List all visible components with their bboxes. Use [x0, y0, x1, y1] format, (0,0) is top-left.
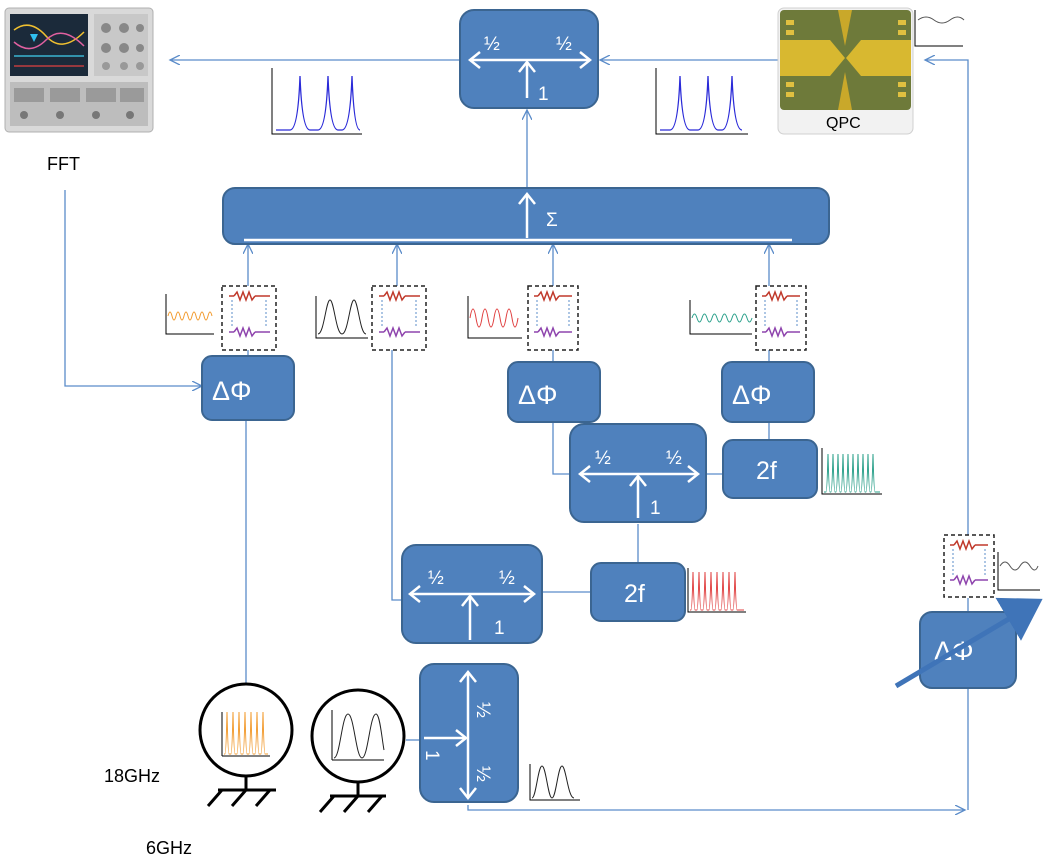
summer-symbol: Σ: [546, 210, 558, 231]
qpc-output-trace: [914, 10, 965, 47]
top-splitter-half-left: ½: [484, 34, 500, 55]
phase-shifter-right: ΔΦ: [721, 361, 815, 423]
black-branch-trace: [315, 296, 368, 339]
doubler-lower-label: 2f: [624, 580, 645, 608]
middle-splitter-one: 1: [650, 498, 661, 519]
qpc-label: QPC: [826, 115, 861, 132]
doubler-right-trace: [821, 448, 882, 495]
phase-shifter-left: ΔΦ: [201, 355, 295, 421]
middle-splitter-half-left: ½: [595, 448, 611, 469]
doubler-right: 2f: [722, 439, 818, 499]
freq-18ghz-label: 18GHz: [104, 766, 160, 786]
right-filter-trace: [997, 552, 1040, 591]
teal-branch-trace: [689, 300, 753, 335]
signal-generator-icon-18ghz: [198, 682, 294, 807]
fft-label: FFT: [47, 154, 80, 174]
red-branch-trace: [467, 296, 522, 339]
vertical-splitter: ½ ½ 1: [419, 663, 519, 803]
orange-branch-trace: [165, 294, 214, 335]
top-splitter-half-right: ½: [556, 34, 572, 55]
top-splitter: ½ ½ 1: [459, 9, 599, 109]
doubler-right-label: 2f: [756, 457, 777, 485]
phase-shifter-mid: ΔΦ: [507, 361, 601, 423]
wires: [64, 60, 969, 810]
lower-splitter-half-right: ½: [499, 568, 515, 589]
qpc-device-image: [777, 7, 914, 135]
oscilloscope-image: [4, 7, 154, 133]
phase-shifter-tunable: ΔΦ: [894, 597, 1043, 689]
vertical-splitter-trace: [529, 764, 580, 801]
top-splitter-one: 1: [538, 84, 549, 105]
phase-shifter-left-label: ΔΦ: [212, 376, 252, 406]
freq-6ghz-label: 6GHz: [146, 838, 192, 858]
doubler-lower: 2f: [590, 562, 686, 622]
vertical-splitter-half-top: ½: [472, 702, 493, 718]
phase-shifter-mid-label: ΔΦ: [518, 380, 558, 410]
vertical-splitter-half-bottom: ½: [472, 766, 493, 782]
fft-output-trace: [271, 68, 362, 135]
vertical-splitter-one: 1: [421, 750, 442, 761]
middle-splitter: ½ ½ 1: [569, 423, 707, 523]
reflected-trace: [655, 68, 748, 135]
filter-network-icon: [221, 285, 277, 351]
filter-network-icon: [527, 285, 579, 351]
filter-network-icon: [371, 285, 427, 351]
signal-generator-icon-6ghz: [310, 688, 406, 813]
filter-network-icon: [943, 534, 995, 598]
lower-splitter-half-left: ½: [428, 568, 444, 589]
doubler-lower-trace: [687, 568, 746, 613]
lower-splitter-one: 1: [494, 618, 505, 639]
lower-splitter: ½ ½ 1: [401, 544, 543, 644]
summer-block: Σ: [222, 187, 830, 245]
filter-network-icon: [755, 285, 807, 351]
phase-shifter-right-label: ΔΦ: [732, 380, 772, 410]
middle-splitter-half-right: ½: [666, 448, 682, 469]
